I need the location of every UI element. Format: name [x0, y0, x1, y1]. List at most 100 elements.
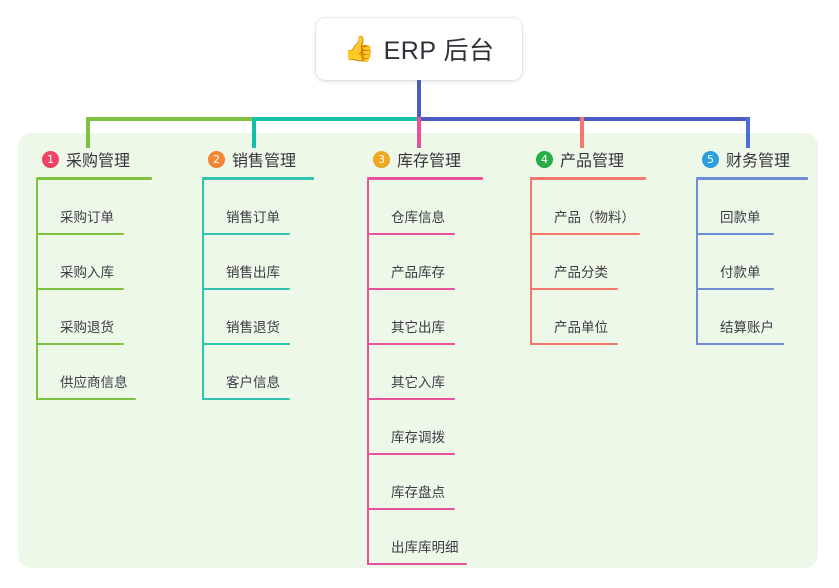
- leaf-item-underline: [367, 398, 455, 400]
- branch-spine: [36, 180, 38, 400]
- branch-leaf-list: 回款单付款单结算账户: [696, 180, 808, 345]
- branch-index-badge: 3: [373, 150, 390, 168]
- branch-underline: [367, 177, 483, 180]
- leaf-item-label: 其它出库: [391, 320, 445, 335]
- leaf-item[interactable]: 产品分类: [530, 235, 646, 290]
- leaf-item[interactable]: 采购退货: [36, 290, 152, 345]
- branch-title: 库存管理: [397, 153, 462, 170]
- branch-header-2[interactable]: 2 销售管理: [202, 148, 314, 170]
- leaf-item-underline: [696, 233, 774, 235]
- branch-column-4: 4 产品管理产品（物料） 产品分类产品单位: [530, 148, 646, 345]
- leaf-item[interactable]: 采购入库: [36, 235, 152, 290]
- leaf-item[interactable]: 仓库信息: [367, 180, 483, 235]
- leaf-item[interactable]: 产品单位: [530, 290, 646, 345]
- leaf-item[interactable]: 产品库存: [367, 235, 483, 290]
- branch-spine: [696, 180, 698, 345]
- leaf-item-underline: [696, 343, 784, 345]
- leaf-item[interactable]: 供应商信息: [36, 345, 152, 400]
- branch-title: 销售管理: [232, 153, 297, 170]
- leaf-item-label: 产品单位: [554, 320, 608, 335]
- leaf-item-underline: [530, 343, 618, 345]
- leaf-item-label: 回款单: [720, 210, 761, 225]
- branch-index-badge: 5: [702, 150, 719, 168]
- leaf-item-underline: [202, 288, 290, 290]
- leaf-item[interactable]: 销售订单: [202, 180, 314, 235]
- leaf-item-underline: [530, 288, 618, 290]
- leaf-item-underline: [36, 233, 124, 235]
- leaf-item-underline: [367, 563, 467, 565]
- branch-index-badge: 2: [208, 150, 225, 168]
- leaf-item[interactable]: 结算账户: [696, 290, 808, 345]
- branch-leaf-list: 采购订单采购入库采购退货供应商信息: [36, 180, 152, 400]
- branch-leaf-list: 销售订单销售出库销售退货客户信息: [202, 180, 314, 400]
- leaf-item[interactable]: 客户信息: [202, 345, 314, 400]
- branch-index-badge: 1: [42, 150, 59, 168]
- leaf-item-label: 采购入库: [60, 265, 114, 280]
- leaf-item[interactable]: 其它入库: [367, 345, 483, 400]
- leaf-item-underline: [36, 398, 136, 400]
- branch-underline: [202, 177, 314, 180]
- leaf-item-label: 销售退货: [226, 320, 280, 335]
- root-node[interactable]: 👍 ERP 后台: [316, 18, 522, 80]
- branch-column-5: 5 财务管理回款单付款单结算账户: [696, 148, 808, 345]
- leaf-item[interactable]: 产品（物料）: [530, 180, 646, 235]
- leaf-item-underline: [367, 233, 455, 235]
- branch-leaf-list: 仓库信息产品库存其它出库其它入库库存调拨库存盘点出库库明细: [367, 180, 483, 565]
- leaf-item-label: 客户信息: [226, 375, 280, 390]
- leaf-item-label: 产品分类: [554, 265, 608, 280]
- branch-index-badge: 4: [536, 150, 553, 168]
- leaf-item-label: 结算账户: [720, 320, 774, 335]
- leaf-item[interactable]: 回款单: [696, 180, 808, 235]
- leaf-item-label: 其它入库: [391, 375, 445, 390]
- leaf-item-underline: [367, 343, 455, 345]
- branch-column-2: 2 销售管理销售订单销售出库销售退货客户信息: [202, 148, 314, 400]
- leaf-item-underline: [202, 343, 290, 345]
- leaf-item-label: 供应商信息: [60, 375, 128, 390]
- leaf-item[interactable]: 销售退货: [202, 290, 314, 345]
- leaf-item-label: 产品库存: [391, 265, 445, 280]
- leaf-item-label: 出库库明细: [391, 540, 459, 555]
- leaf-item-label: 付款单: [720, 265, 761, 280]
- branch-title: 财务管理: [726, 153, 791, 170]
- leaf-item[interactable]: 出库库明细: [367, 510, 483, 565]
- branch-underline: [36, 177, 152, 180]
- leaf-item[interactable]: 其它出库: [367, 290, 483, 345]
- branch-leaf-list: 产品（物料） 产品分类产品单位: [530, 180, 646, 345]
- leaf-item-underline: [36, 288, 124, 290]
- leaf-item-underline: [530, 233, 640, 235]
- leaf-item-label: 库存盘点: [391, 485, 445, 500]
- branch-header-1[interactable]: 1 采购管理: [36, 148, 152, 170]
- leaf-item[interactable]: 库存盘点: [367, 455, 483, 510]
- leaf-item[interactable]: 库存调拨: [367, 400, 483, 455]
- leaf-item[interactable]: 采购订单: [36, 180, 152, 235]
- leaf-item-underline: [36, 343, 124, 345]
- branch-spine: [530, 180, 532, 345]
- leaf-item-underline: [202, 398, 290, 400]
- leaf-item-label: 产品（物料）: [554, 210, 635, 225]
- leaf-item[interactable]: 付款单: [696, 235, 808, 290]
- branch-spine: [202, 180, 204, 400]
- leaf-item-label: 销售出库: [226, 265, 280, 280]
- branch-column-1: 1 采购管理采购订单采购入库采购退货供应商信息: [36, 148, 152, 400]
- leaf-item-label: 库存调拨: [391, 430, 445, 445]
- branch-header-3[interactable]: 3 库存管理: [367, 148, 483, 170]
- root-node-title: ERP 后台: [383, 37, 495, 65]
- leaf-item-label: 采购退货: [60, 320, 114, 335]
- leaf-item-label: 仓库信息: [391, 210, 445, 225]
- leaf-item-underline: [696, 288, 774, 290]
- leaf-item[interactable]: 销售出库: [202, 235, 314, 290]
- branch-underline: [530, 177, 646, 180]
- branch-title: 采购管理: [66, 153, 131, 170]
- branch-title: 产品管理: [560, 153, 625, 170]
- branch-header-4[interactable]: 4 产品管理: [530, 148, 646, 170]
- leaf-item-label: 销售订单: [226, 210, 280, 225]
- branches-panel: [18, 133, 818, 568]
- branch-header-5[interactable]: 5 财务管理: [696, 148, 808, 170]
- branch-column-3: 3 库存管理仓库信息产品库存其它出库其它入库库存调拨库存盘点出库库明细: [367, 148, 483, 565]
- root-node-content: 👍 ERP 后台: [343, 31, 494, 67]
- leaf-item-underline: [367, 288, 455, 290]
- branch-underline: [696, 177, 808, 180]
- leaf-item-underline: [367, 453, 455, 455]
- leaf-item-label: 采购订单: [60, 210, 114, 225]
